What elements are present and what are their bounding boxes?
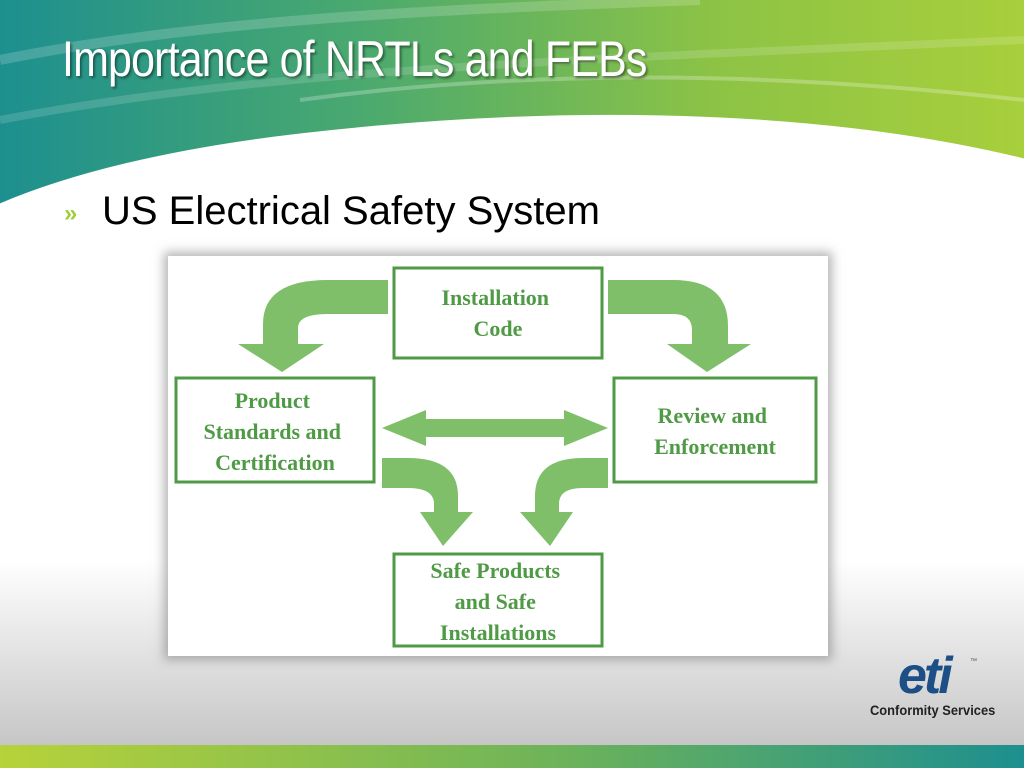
arrow-product-to-safe [382, 458, 473, 546]
slide-title: Importance of NRTLs and FEBs [62, 31, 647, 87]
label-line: and Safe [455, 589, 537, 614]
logo-trademark: ™ [970, 658, 977, 665]
eti-logo: eti ™ Conformity Services [868, 647, 1008, 724]
bullet-marker: » [64, 200, 78, 227]
node-review-enforcement [612, 376, 818, 484]
node-safe-products [392, 552, 604, 648]
logo-subtitle: Conformity Services [870, 702, 996, 718]
logo-mark: eti [898, 647, 953, 705]
safety-system-diagram: Installation Code Product Standards and … [174, 266, 818, 648]
label-line: Safe Products [430, 558, 560, 583]
label-line: Product [235, 388, 311, 413]
node-safe-products-label: Safe Products and Safe Installations [430, 558, 565, 645]
arrow-product-review-bidirectional [382, 410, 608, 446]
label-line: Enforcement [654, 434, 776, 459]
node-installation-code-label: Installation Code [441, 285, 554, 341]
label-line: Review and [658, 403, 767, 428]
label-line: Installation [441, 285, 549, 310]
bullet-text: US Electrical Safety System [102, 189, 600, 233]
node-installation-code [392, 266, 604, 360]
arrow-review-to-safe [520, 458, 608, 546]
arrow-installation-to-product [238, 280, 388, 372]
label-line: Standards and [203, 419, 341, 444]
label-line: Code [474, 316, 523, 341]
label-line: Certification [215, 450, 335, 475]
node-review-enforcement-label: Review and Enforcement [654, 403, 776, 459]
node-product-standards-label: Product Standards and Certification [203, 388, 346, 475]
arrow-installation-to-review [608, 280, 751, 372]
diagram-frame: Installation Code Product Standards and … [168, 256, 828, 656]
node-product-standards [174, 376, 376, 484]
label-line: Installations [440, 620, 557, 645]
